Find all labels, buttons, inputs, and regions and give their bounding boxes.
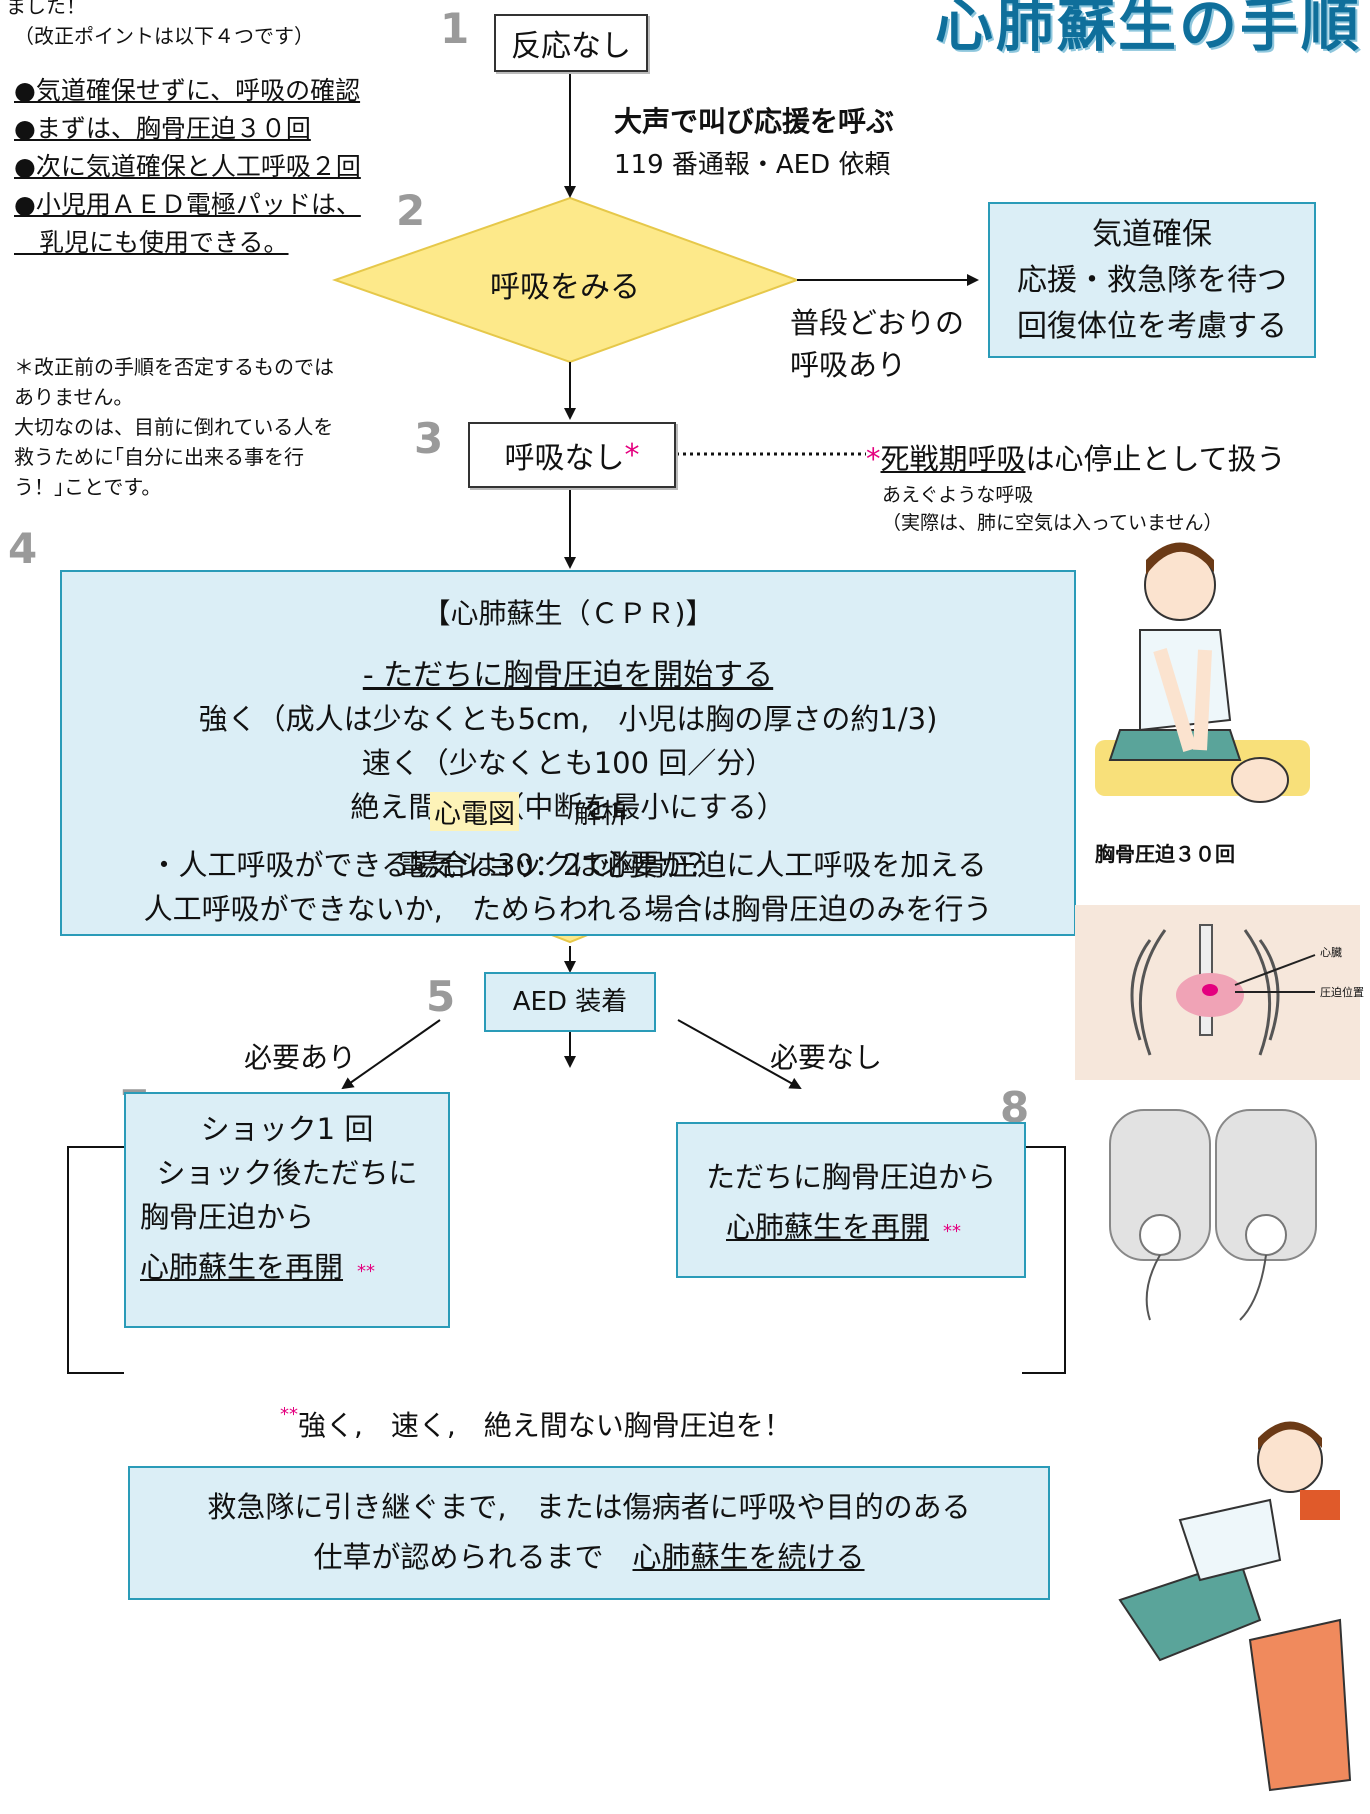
recovery-line: 回復体位を考慮する bbox=[1017, 309, 1287, 344]
breathing-yes-line2: 呼吸あり bbox=[790, 348, 907, 382]
double-asterisk: ** bbox=[943, 1221, 962, 1242]
intro-cut-text: ました！ bbox=[6, 0, 86, 18]
no-shock-resume-text: 心肺蘇生を再開 bbox=[726, 1210, 930, 1244]
recovery-line: 応援・救急隊を待つ bbox=[1017, 263, 1287, 298]
cpr-line2: 速く（少なくとも100 回／分） bbox=[361, 746, 775, 780]
shock-line4: 心肺蘇生を再開 ** bbox=[140, 1244, 375, 1286]
final-line2b: 心肺蘇生を続ける bbox=[632, 1540, 865, 1574]
final-line2a: 仕草が認められるまで bbox=[313, 1540, 604, 1574]
step-number-2: 2 bbox=[396, 186, 426, 235]
step-number-3: 3 bbox=[414, 414, 444, 463]
revision-point: ●気道確保せずに、呼吸の確認 bbox=[14, 76, 361, 105]
cpr-line3: 絶え間なく（中断を最小にする） bbox=[350, 790, 786, 824]
need-no-label: 必要なし bbox=[770, 1041, 883, 1074]
call-119-text: 119 番通報・AED 依頼 bbox=[614, 150, 891, 180]
step-number-8: 8 bbox=[1000, 1083, 1030, 1132]
breathing-yes-line1: 普段どおりの bbox=[790, 306, 965, 340]
agonal-breathing-note: *死戦期呼吸は心停止として扱う bbox=[866, 436, 1286, 478]
cpr-title: 【心肺蘇生（ＣＰＲ)】 bbox=[422, 597, 714, 630]
intro-points-text: （改正ポイントは以下４つです） bbox=[14, 24, 314, 48]
step-3-label: 呼吸なし bbox=[504, 441, 625, 476]
shock-line3: 胸骨圧迫から bbox=[140, 1200, 315, 1234]
cpr-caption: 胸骨圧迫３０回 bbox=[1095, 842, 1235, 866]
step-1-label: 反応なし bbox=[511, 29, 631, 64]
final-line1: 救急隊に引き継ぐまで, または傷病者に呼吸や目的のある bbox=[207, 1490, 971, 1524]
shock-needed-question: 電気ショックは必要か？ bbox=[398, 848, 718, 882]
call-help-text: 大声で叫び応援を呼ぶ bbox=[614, 105, 895, 138]
recovery-line: 気道確保 bbox=[1092, 217, 1212, 252]
side-note-line: ＊改正前の手順を否定するものでは bbox=[14, 355, 334, 379]
press-position-label: 圧迫位置 bbox=[1320, 986, 1364, 999]
revision-point: 乳児にも使用できる。 bbox=[14, 228, 289, 257]
footer-note-text: 強く, 速く, 絶え間ない胸骨圧迫を！ bbox=[298, 1409, 792, 1442]
step-1-box: 反応なし bbox=[494, 14, 648, 72]
final-line2: 仕草が認められるまで 心肺蘇生を続ける bbox=[130, 1534, 1048, 1576]
aed-label: AED 装着 bbox=[512, 987, 628, 1017]
footer-note: **強く, 速く, 絶え間ない胸骨圧迫を！ bbox=[280, 1404, 792, 1444]
revision-point: ●次に気道確保と人工呼吸２回 bbox=[14, 152, 361, 181]
aed-box: AED 装着 bbox=[484, 972, 656, 1032]
side-note-line: う！｣ことです。 bbox=[14, 475, 162, 499]
no-shock-line2: 心肺蘇生を再開 ** bbox=[726, 1204, 961, 1246]
asterisk-mark: * bbox=[866, 442, 881, 476]
revision-point: ●まずは、胸骨圧迫３０回 bbox=[14, 114, 311, 143]
analysis-label: 解析 bbox=[574, 799, 628, 830]
page-title: 心肺蘇生の手順 bbox=[935, 0, 1363, 59]
side-note-line: 救うために｢自分に出来る事を行 bbox=[14, 445, 304, 469]
step-number-4: 4 bbox=[8, 524, 38, 573]
revision-points-list: ●気道確保せずに、呼吸の確認 ●まずは、胸骨圧迫３０回 ●次に気道確保と人工呼吸… bbox=[14, 72, 361, 262]
step-number-5: 5 bbox=[426, 972, 456, 1021]
agonal-title: 死戦期呼吸 bbox=[880, 442, 1026, 476]
cpr-box: 【心肺蘇生（ＣＰＲ)】 - ただちに胸骨圧迫を開始する 強く（成人は少なくとも5… bbox=[60, 570, 1076, 936]
cpr-line5: 人工呼吸ができないか, ためらわれる場合は胸骨圧迫のみを行う bbox=[143, 892, 993, 926]
no-shock-box: ただちに胸骨圧迫から 心肺蘇生を再開 ** bbox=[676, 1122, 1026, 1278]
no-shock-line1: ただちに胸骨圧迫から bbox=[705, 1160, 996, 1194]
side-note-line: ありません。 bbox=[14, 385, 134, 409]
recovery-position-box: 気道確保 応援・救急隊を待つ 回復体位を考慮する bbox=[988, 202, 1316, 358]
agonal-rest: は心停止として扱う bbox=[1025, 442, 1286, 476]
step-number-1: 1 bbox=[440, 4, 470, 53]
double-asterisk: ** bbox=[280, 1404, 298, 1425]
shock-line2: ショック後ただちに bbox=[156, 1156, 418, 1190]
side-note: ＊改正前の手順を否定するものでは ありません。 大切なのは、目前に倒れている人を… bbox=[14, 352, 334, 502]
step-2-label: 呼吸をみる bbox=[490, 270, 640, 305]
cpr-line1: 強く（成人は少なくとも5cm, 小児は胸の厚さの約1/3) bbox=[198, 702, 938, 736]
revision-point: ●小児用ＡＥＤ電極パッドは、 bbox=[14, 190, 361, 219]
cpr-lead: - ただちに胸骨圧迫を開始する bbox=[362, 658, 774, 693]
double-asterisk: ** bbox=[357, 1261, 376, 1282]
shock-box: ショック1 回 ショック後ただちに 胸骨圧迫から 心肺蘇生を再開 ** bbox=[124, 1092, 450, 1328]
side-note-line: 大切なのは、目前に倒れている人を bbox=[14, 415, 334, 439]
ecg-label: 心電図 bbox=[430, 792, 519, 831]
step-3-box: 呼吸なし* bbox=[468, 422, 676, 488]
continue-cpr-box: 救急隊に引き継ぐまで, または傷病者に呼吸や目的のある 仕草が認められるまで 心… bbox=[128, 1466, 1050, 1600]
asterisk-mark: * bbox=[624, 437, 640, 473]
agonal-sub2: （実際は、肺に空気は入っていません） bbox=[882, 512, 1223, 534]
heart-label: 心臓 bbox=[1320, 946, 1342, 959]
cpr-line4: ・人工呼吸ができる場合は30：2で胸骨圧迫に人工呼吸を加える bbox=[149, 848, 987, 882]
shock-line1: ショック1 回 bbox=[200, 1112, 374, 1146]
need-yes-label: 必要あり bbox=[244, 1041, 357, 1074]
shock-resume-text: 心肺蘇生を再開 bbox=[140, 1250, 344, 1284]
agonal-sub1: あえぐような呼吸 bbox=[882, 484, 1034, 506]
